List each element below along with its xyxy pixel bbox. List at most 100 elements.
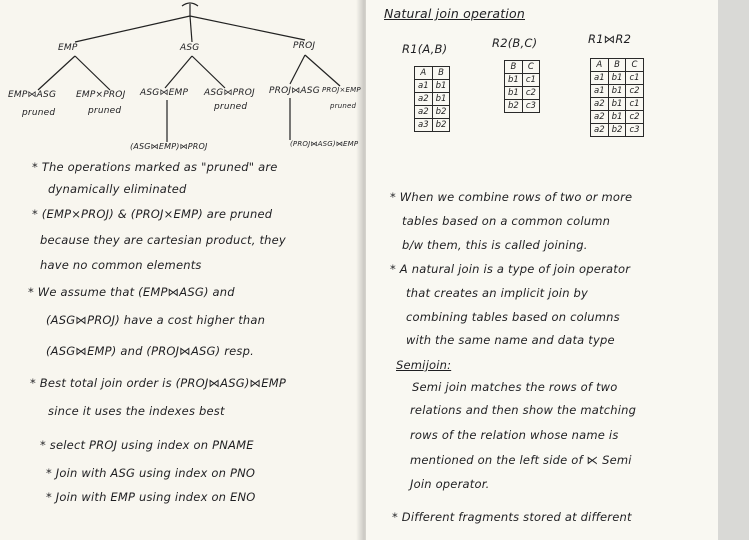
relation-r2-label: R2(B,C) xyxy=(492,36,538,50)
natural-join-note-7: with the same name and data type xyxy=(406,333,615,347)
table-row: a1 b1 xyxy=(414,79,451,93)
note-line-11: * select PROJ using index on PNAME xyxy=(40,438,254,452)
table-cell: b1 xyxy=(431,92,451,106)
r2-header-b: B xyxy=(504,60,523,74)
table-cell: a2 xyxy=(590,97,609,111)
note-line-8: (ASG⋈EMP) and (PROJ⋈ASG) resp. xyxy=(46,344,254,358)
table-cell: b2 xyxy=(431,118,451,132)
fragments-note: * Different fragments stored at differen… xyxy=(392,510,632,524)
semijoin-note-1: Semi join matches the rows of two xyxy=(412,380,618,394)
table-cell: a1 xyxy=(590,71,609,85)
table-row: a2 b2 c3 xyxy=(590,123,644,137)
table-cell: b1 xyxy=(504,73,523,87)
relation-r1-label: R1(A,B) xyxy=(402,42,448,56)
table-row: b1 c1 xyxy=(504,73,540,87)
note-line-10: since it uses the indexes best xyxy=(48,404,225,418)
table-cell: a2 xyxy=(414,92,433,106)
right-page: Natural join operation R1(A,B) R2(B,C) R… xyxy=(366,0,718,540)
pruned-mark-1: pruned xyxy=(22,108,56,118)
table-row: a1 b1 c1 xyxy=(590,71,644,85)
table-cell: b1 xyxy=(607,97,627,111)
table-cell: b1 xyxy=(607,84,627,98)
tree-sub-asg-emp-proj: (ASG⋈EMP)⋈PROJ xyxy=(130,142,208,151)
table-row: a3 b2 xyxy=(414,118,451,132)
table-row: a2 b1 xyxy=(414,92,451,106)
tree-node-proj: PROJ xyxy=(293,41,316,51)
semijoin-note-2: relations and then show the matching xyxy=(410,403,637,417)
note-line-5: have no common elements xyxy=(40,258,202,272)
table-cell: c3 xyxy=(625,123,644,137)
note-line-12: * Join with ASG using index on PNO xyxy=(46,466,256,480)
right-page-title: Natural join operation xyxy=(384,6,525,21)
table-cell: b1 xyxy=(607,71,627,85)
tree-leaf-emp-proj: EMP×PROJ xyxy=(76,90,126,100)
table-cell: b2 xyxy=(504,99,523,113)
relation-r2-table: B C b1 c1 b1 c2 b2 c3 xyxy=(504,60,540,113)
table-cell: b2 xyxy=(431,105,451,119)
table-cell: b1 xyxy=(431,79,451,93)
table-row: a2 b1 c2 xyxy=(590,110,644,124)
table-cell: c1 xyxy=(625,71,644,85)
relation-r3-label: R1⋈R2 xyxy=(588,32,632,46)
note-line-1: * The operations marked as "pruned" are xyxy=(32,160,278,174)
table-cell: c3 xyxy=(521,99,540,113)
desk-background xyxy=(718,0,749,540)
natural-join-note-3: b/w them, this is called joining. xyxy=(402,238,588,252)
table-cell: c1 xyxy=(625,97,644,111)
pruned-mark-4: pruned xyxy=(330,102,357,110)
note-line-3: * (EMP×PROJ) & (PROJ×EMP) are pruned xyxy=(32,207,273,221)
left-page: EMP ASG PROJ EMP⋈ASG EMP×PROJ ASG⋈EMP AS… xyxy=(0,0,366,540)
table-cell: a2 xyxy=(590,123,609,137)
tree-sub-proj-asg-emp: (PROJ⋈ASG)⋈EMP xyxy=(290,140,359,148)
table-cell: a3 xyxy=(414,118,433,132)
note-line-6: * We assume that (EMP⋈ASG) and xyxy=(28,285,235,299)
tree-leaf-proj-asg: PROJ⋈ASG xyxy=(269,86,320,96)
tree-leaf-proj-emp: PROJ×EMP xyxy=(322,86,361,94)
pruned-mark-2: pruned xyxy=(88,106,122,116)
note-line-4: because they are cartesian product, they xyxy=(40,233,286,247)
natural-join-note-2: tables based on a common column xyxy=(402,214,611,228)
semijoin-heading: Semijoin: xyxy=(396,358,452,372)
table-cell: c2 xyxy=(625,84,644,98)
natural-join-note-5: that creates an implicit join by xyxy=(406,286,589,300)
table-row: b2 c3 xyxy=(504,99,540,113)
semijoin-note-4: mentioned on the left side of ⋉ Semi xyxy=(410,453,632,467)
r1-header-a: A xyxy=(414,66,433,80)
relation-r3-table: A B C a1 b1 c1 a1 b1 c2 a2 b1 c1 a2 b1 xyxy=(590,58,644,137)
r2-header-c: C xyxy=(521,60,540,74)
note-line-2: dynamically eliminated xyxy=(48,182,187,196)
table-row: a1 b1 c2 xyxy=(590,84,644,98)
semijoin-note-5: Join operator. xyxy=(410,477,490,491)
r3-header-c: C xyxy=(625,58,644,72)
pruned-mark-3: pruned xyxy=(214,102,248,112)
natural-join-note-4: * A natural join is a type of join opera… xyxy=(390,262,631,276)
table-cell: a1 xyxy=(590,84,609,98)
note-line-13: * Join with EMP using index on ENO xyxy=(46,490,256,504)
note-line-9: * Best total join order is (PROJ⋈ASG)⋈EM… xyxy=(30,376,286,390)
relation-r1-table: A B a1 b1 a2 b1 a2 b2 a3 b2 xyxy=(414,66,451,132)
table-cell: b1 xyxy=(607,110,627,124)
join-tree-lines xyxy=(37,2,341,142)
r3-header-a: A xyxy=(590,58,609,72)
tree-node-emp: EMP xyxy=(58,43,78,53)
tree-leaf-emp-asg: EMP⋈ASG xyxy=(8,90,57,100)
table-cell: c2 xyxy=(625,110,644,124)
natural-join-note-6: combining tables based on columns xyxy=(406,310,620,324)
note-line-7: (ASG⋈PROJ) have a cost higher than xyxy=(46,313,266,327)
table-cell: c2 xyxy=(521,86,540,100)
table-cell: a1 xyxy=(414,79,433,93)
semijoin-note-3: rows of the relation whose name is xyxy=(410,428,619,442)
r3-header-b: B xyxy=(607,58,627,72)
natural-join-note-1: * When we combine rows of two or more xyxy=(390,190,633,204)
table-cell: c1 xyxy=(521,73,540,87)
tree-leaf-asg-emp: ASG⋈EMP xyxy=(140,88,189,98)
tree-leaf-asg-proj: ASG⋈PROJ xyxy=(204,88,255,98)
table-cell: a2 xyxy=(414,105,433,119)
table-row: a2 b1 c1 xyxy=(590,97,644,111)
table-cell: b2 xyxy=(607,123,627,137)
table-row: b1 c2 xyxy=(504,86,540,100)
r1-header-b: B xyxy=(431,66,451,80)
table-cell: b1 xyxy=(504,86,523,100)
tree-node-asg: ASG xyxy=(180,43,200,53)
